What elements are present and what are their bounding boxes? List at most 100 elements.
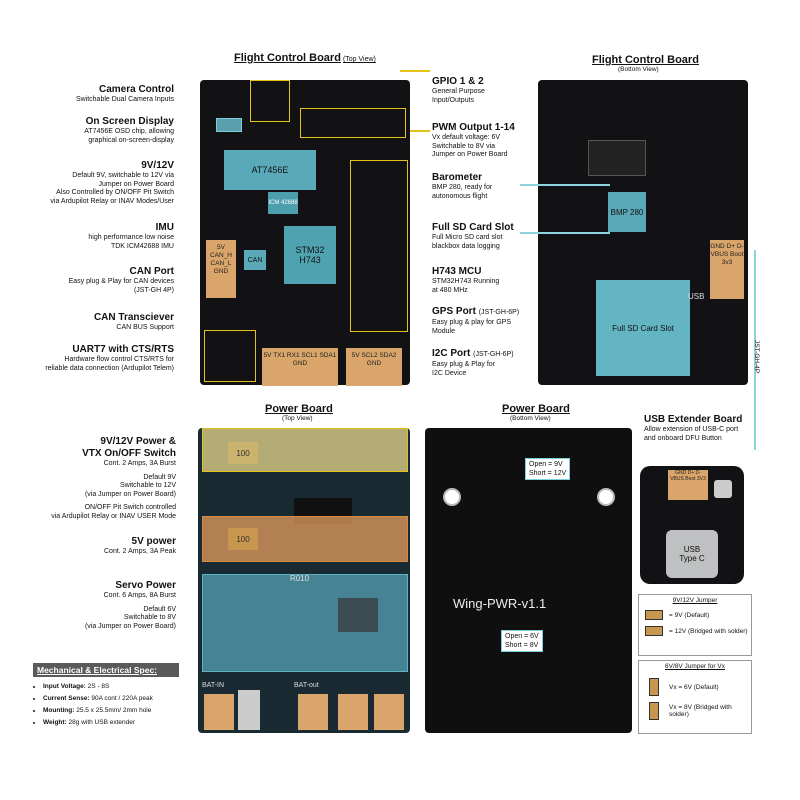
usb-pads: GND D+ D- VBUS Boot 3v3: [710, 240, 744, 299]
fc-top-title: Flight Control Board: [234, 52, 341, 64]
fc-bottom-view: (Bottom View): [618, 66, 659, 73]
uart7-desc-2: reliable data connection (Ardupilot Tele…: [45, 364, 174, 372]
cap-100-mid: 100: [228, 528, 258, 550]
open-9v: Open = 9V: [529, 461, 563, 468]
gps-title: GPS Port: [432, 306, 476, 317]
9v12v-title: 9V/12V: [141, 160, 174, 171]
osd-desc-1: AT7456E OSD chip, allowing: [84, 128, 174, 135]
spec-item: Mounting: 25.5 x 25.5mm/ 2mm hole: [43, 705, 179, 717]
label-i2c: I2C Port (JST-GH-6P)Easy plug & Play for…: [432, 348, 536, 378]
jumper-6v-title: 6V/8V Jumper for Vx: [665, 663, 725, 670]
baro-desc-2: autonomous flight: [432, 192, 488, 200]
open-6v: Open = 6V: [505, 633, 539, 640]
bat-out-label: BAT-out: [294, 682, 319, 689]
gpio-desc-2: Input/Outputs: [432, 96, 475, 104]
usb-ext-desc-1: Allow extension of USB-C port: [644, 426, 739, 433]
pwr-9v-desc-7: ON/OFF Pit Switch controlled: [84, 504, 176, 511]
pwr-9v-desc-1: Cont. 2 Amps, 3A Burst: [103, 460, 176, 467]
pwm-desc-3: Jumper on Power Board: [432, 151, 508, 158]
can-chip: CAN: [244, 250, 266, 270]
spec-val: 2S - 8S: [87, 683, 110, 690]
jumper-6v-row-1: Vx = 6V (Default): [649, 678, 751, 696]
jumper-6v-row-2-text: Vx = 8V (Bridged with solder): [669, 704, 732, 718]
spec-val: 25.5 x 25.5mm/ 2mm hole: [76, 707, 152, 714]
line-gpio: [400, 70, 430, 72]
sd-slot: Full SD Card Slot: [596, 280, 690, 376]
line-pwm: [410, 130, 430, 132]
jumper-open-icon: [649, 678, 659, 696]
i2c-pads: 5V SCL2 SDA2 GND: [346, 348, 402, 386]
sd-desc-2: blackbox data logging: [432, 242, 500, 250]
servo-desc-1: Cont. 6 Amps, 8A Burst: [103, 592, 176, 599]
jumper-open-icon: [645, 610, 663, 620]
osd-desc-2: graphical on-screen-display: [88, 136, 174, 144]
baro-title: Barometer: [432, 172, 483, 183]
gps-desc-2: Module: [432, 327, 455, 335]
pwm-highlight: [300, 108, 406, 138]
spec-list: Input Voltage: 2S - 8S Current Sense: 90…: [33, 681, 179, 729]
i2c-desc-1: Easy plug & Play for: [432, 361, 496, 368]
can-transceiver-desc: CAN BUS Support: [116, 324, 174, 331]
spec-item: Current Sense: 90A cont / 220A peak: [43, 693, 179, 705]
camera-title: Camera Control: [98, 84, 174, 95]
jumper-6v-row-1-text: Vx = 6V (Default): [669, 683, 719, 691]
9v12v-desc-4: via Ardupilot Relay or INAV Modes/User: [50, 197, 174, 205]
usb-ext-desc-2: and onboard DFU Button: [644, 434, 722, 442]
cap-100-top: 100: [228, 442, 258, 464]
inductor: [338, 598, 378, 632]
pb-top-board: 100 100 R010 BAT-IN BAT-out: [198, 428, 410, 733]
i2c-desc-2: I2C Device: [432, 369, 467, 377]
pwm-desc-2: Switchable to 8V via: [432, 142, 496, 150]
jumper-9v-row-2: = 12V (Bridged with solder): [645, 626, 751, 636]
pwr-board-name: Wing-PWR-v1.1: [453, 596, 547, 611]
fc-top-board: AT7456E ICM 42688 STM32 H743 CAN 5V CAN_…: [200, 80, 410, 386]
fc-top-heading: Flight Control Board(Top View): [234, 52, 376, 64]
mount-hole-2: [597, 488, 615, 506]
gps-title-small: (JST-GH-6P): [478, 309, 520, 316]
pb-top-heading: Power Board: [265, 403, 333, 415]
gpio-highlight: [250, 80, 290, 122]
baro-desc-1: BMP 280, ready for: [432, 184, 493, 191]
fc-bottom-board: BMP 280 Full SD Card Slot GND D+ D- VBUS…: [538, 80, 748, 385]
spec-item: Weight: 28g with USB extender: [43, 717, 179, 729]
gpio-desc-1: General Purpose: [432, 88, 485, 95]
i2c-title: I2C Port: [432, 348, 471, 359]
imu-desc-1: high performance low noise: [88, 234, 174, 241]
spec-title: Mechanical & Electrical Spec:: [33, 663, 179, 677]
pwm-side-highlight: [350, 160, 408, 332]
servo-title: Servo Power: [115, 580, 176, 591]
usb-label: USB: [688, 292, 705, 301]
line-usb-cable: [754, 250, 756, 450]
uart-highlight: [204, 330, 256, 382]
gnd-pad-2: [374, 694, 404, 730]
9v12v-desc-1: Default 9V, switchable to 12V via: [72, 172, 174, 179]
fc-bottom-title: Flight Control Board: [592, 54, 699, 66]
jumper-6v-row-2: Vx = 8V (Bridged with solder): [649, 702, 751, 720]
pb-top-title: Power Board: [265, 403, 333, 415]
spec-key: Current Sense:: [43, 695, 90, 702]
i2c-heading: I2C Port (JST-GH-6P): [432, 348, 536, 361]
usb-ext-pads: GND D+ D- VBUS Boot 3V3: [668, 470, 708, 500]
line-sd: [520, 232, 610, 234]
pwr-9v-desc-8: via Ardupilot Relay or INAV USER Mode: [51, 512, 176, 520]
jumper-9v-row-1: = 9V (Default): [645, 610, 751, 620]
9v12v-desc-3: Also Controlled by ON/OFF Pit Switch: [56, 189, 174, 196]
gpio-title: GPIO 1 & 2: [432, 76, 484, 87]
spec-key: Input Voltage:: [43, 683, 86, 690]
jumper-box-9v: 9V/12V Jumper = 9V (Default) = 12V (Brid…: [638, 594, 752, 656]
osd-title: On Screen Display: [85, 116, 174, 127]
pb-top-view: (Top View): [282, 415, 313, 422]
servo-desc-4: Switchable to 8V: [123, 614, 176, 621]
pwr-5v-title: 5V power: [131, 536, 176, 547]
